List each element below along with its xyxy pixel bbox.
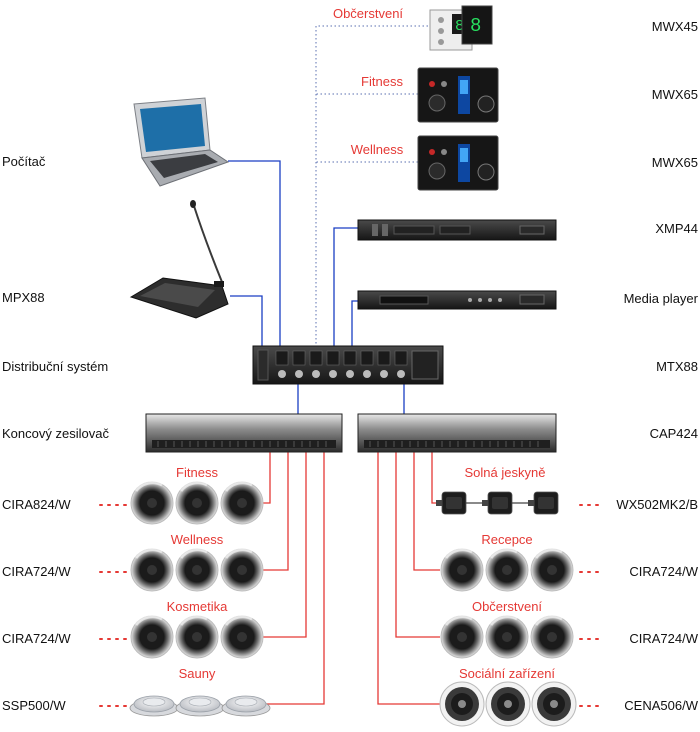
wire-solna <box>431 452 440 504</box>
speaker-group-sauny <box>129 695 271 717</box>
wire-wellness <box>262 452 289 571</box>
wire-kosmetika <box>262 452 307 638</box>
wire-mwx45 <box>315 25 432 348</box>
speaker-group-socialni <box>439 681 577 727</box>
zone-fitness: Fitness <box>176 465 218 480</box>
wire-socialni <box>377 452 440 705</box>
ceiling-speaker-icon <box>485 681 531 727</box>
ceiling-speaker-icon <box>174 547 220 593</box>
label-mwx65-a: MWX65 <box>652 87 698 102</box>
zone-kosmetika: Kosmetika <box>167 599 228 614</box>
label-cira724-c: CIRA724/W <box>629 564 698 579</box>
ceiling-speaker-icon <box>129 614 175 660</box>
speaker-group-solna <box>435 491 559 515</box>
ceiling-speaker-icon <box>531 681 577 727</box>
ceiling-speaker-icon <box>439 614 485 660</box>
ceiling-speaker-icon <box>529 614 575 660</box>
label-mtx88: MTX88 <box>656 359 698 374</box>
xmp44-rack-icon <box>357 219 557 241</box>
ceiling-speaker-icon <box>219 480 265 526</box>
wire-obcerstveni <box>395 452 440 638</box>
speaker-group-kosmetika <box>129 614 265 660</box>
wire-mpx88 <box>230 295 263 348</box>
amplifier-left-icon <box>145 413 343 453</box>
label-xmp44: XMP44 <box>655 221 698 236</box>
mwx65-panel-icon-a <box>417 67 499 123</box>
label-mwx45: MWX45 <box>652 19 698 34</box>
label-koncovy-zesilovac: Koncový zesilovač <box>2 426 109 441</box>
speaker-group-obcerstveni <box>439 614 575 660</box>
svg-text:8: 8 <box>470 15 481 37</box>
zone-wellness-top: Wellness <box>351 142 404 157</box>
ceiling-speaker-icon <box>484 614 530 660</box>
zone-sauny: Sauny <box>179 666 216 681</box>
wall-speaker-icon <box>481 491 513 515</box>
zone-obcerstveni: Občerstvení <box>472 599 542 614</box>
speaker-group-fitness <box>129 480 265 526</box>
label-mpx88: MPX88 <box>2 290 45 305</box>
ceiling-speaker-icon <box>219 547 265 593</box>
ceiling-speaker-icon <box>129 547 175 593</box>
label-cira724-a: CIRA724/W <box>2 564 71 579</box>
wire-laptop <box>228 160 281 348</box>
ceiling-speaker-icon <box>484 547 530 593</box>
ceiling-speaker-icon <box>174 614 220 660</box>
speaker-group-wellness <box>129 547 265 593</box>
mwx65-panel-icon-b <box>417 135 499 191</box>
zone-recepce: Recepce <box>481 532 532 547</box>
mwx45-panel-icon: 8 8 <box>429 5 493 51</box>
label-cap424: CAP424 <box>650 426 698 441</box>
ceiling-speaker-icon <box>174 480 220 526</box>
wire-xmp44 <box>333 227 358 348</box>
label-media-player: Media player <box>624 291 699 306</box>
zone-socialni-zarizeni: Sociální zařízení <box>459 666 555 681</box>
sauna-speaker-icon <box>221 695 271 717</box>
ceiling-speaker-icon <box>439 547 485 593</box>
label-mwx65-b: MWX65 <box>652 155 698 170</box>
zone-fitness-top: Fitness <box>361 74 403 89</box>
zone-solna-jeskyne: Solná jeskyně <box>465 465 546 480</box>
label-cira724-d: CIRA724/W <box>629 631 698 646</box>
ceiling-speaker-icon <box>219 614 265 660</box>
ceiling-speaker-icon <box>529 547 575 593</box>
label-ssp500: SSP500/W <box>2 698 66 713</box>
zone-obcerstveni-top: Občerstvení <box>333 6 403 21</box>
wire-fitness <box>262 452 271 504</box>
speaker-group-recepce <box>439 547 575 593</box>
laptop-icon <box>133 97 230 187</box>
ceiling-speaker-icon <box>129 480 175 526</box>
label-wx502: WX502MK2/B <box>616 497 698 512</box>
zone-wellness: Wellness <box>171 532 224 547</box>
label-cena506: CENA506/W <box>624 698 698 713</box>
wire-recepce <box>413 452 440 571</box>
wall-speaker-icon <box>435 491 467 515</box>
media-player-rack-icon <box>357 290 557 310</box>
amplifier-right-icon <box>357 413 557 453</box>
sauna-speaker-icon <box>175 695 225 717</box>
svg-text:8: 8 <box>455 18 464 35</box>
wall-speaker-icon <box>527 491 559 515</box>
sauna-speaker-icon <box>129 695 179 717</box>
label-pocitac: Počítač <box>2 154 46 169</box>
label-cira724-b: CIRA724/W <box>2 631 71 646</box>
microphone-console-icon <box>129 200 229 319</box>
label-distribucni-system: Distribuční systém <box>2 359 108 374</box>
wire-media-player <box>351 300 358 348</box>
wire-sauny <box>262 452 325 705</box>
mtx88-matrix-icon <box>252 345 444 385</box>
ceiling-speaker-icon <box>439 681 485 727</box>
label-cira824: CIRA824/W <box>2 497 71 512</box>
